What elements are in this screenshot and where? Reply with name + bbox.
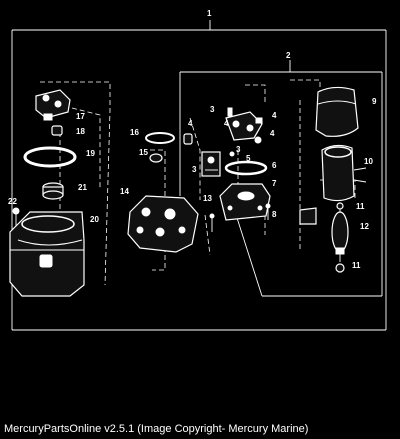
callout-12: 12 (360, 222, 369, 231)
part-20-reservoir (9, 211, 85, 297)
callout-8: 8 (272, 210, 277, 219)
callout-3c: 3 (192, 165, 197, 174)
part-11-bearing-bottom (335, 263, 345, 273)
callout-7: 7 (272, 179, 277, 188)
brush-assembly (299, 207, 317, 225)
callout-4b: 4 (270, 129, 275, 138)
part-11-bearing-top (336, 202, 344, 210)
callout-9: 9 (372, 97, 377, 106)
callout-18: 18 (76, 127, 85, 136)
callout-21: 21 (78, 183, 87, 192)
callout-3a: 3 (210, 105, 215, 114)
callout-16: 16 (130, 128, 139, 137)
part-19-o-ring (23, 146, 77, 168)
part-22-screw (12, 207, 20, 226)
part-15-seal (149, 153, 163, 163)
part-18-plug (51, 125, 63, 136)
part-3-check-valve (201, 151, 221, 177)
callout-4c: 4 (188, 119, 193, 128)
part-10-motor-housing (321, 144, 367, 202)
part-4-fitting (183, 133, 193, 145)
callout-15: 15 (139, 148, 148, 157)
part-13-bolt (209, 213, 215, 232)
part-3-4-valve-assembly (225, 107, 263, 157)
part-12-armature (331, 206, 349, 262)
callout-5: 5 (246, 154, 251, 163)
outer-assembly-bracket (11, 20, 387, 331)
callout-11a: 11 (356, 202, 365, 211)
copyright-caption: MercuryPartsOnline v2.5.1 (Image Copyrig… (4, 423, 309, 435)
part-21-filter (42, 182, 64, 200)
exploded-parts-diagram: 1 2 3 3 3 4 4 4 4 5 6 7 8 9 10 11 11 12 … (8, 9, 387, 331)
part-14-pump-body (127, 195, 199, 253)
callout-4d: 4 (224, 119, 229, 128)
callout-17: 17 (76, 112, 85, 121)
callout-13: 13 (203, 194, 212, 203)
part-6-o-ring (224, 160, 268, 176)
callout-6: 6 (272, 161, 277, 170)
callout-20: 20 (90, 215, 99, 224)
part-9-motor-cover (315, 86, 359, 137)
callout-10: 10 (364, 157, 373, 166)
callout-3b: 3 (236, 145, 241, 154)
callout-11b: 11 (352, 261, 361, 270)
callout-19: 19 (86, 149, 95, 158)
callout-1: 1 (207, 9, 212, 18)
callout-4a: 4 (272, 111, 277, 120)
part-16-o-ring (145, 132, 175, 144)
callout-14: 14 (120, 187, 129, 196)
part-7-motor-base (219, 183, 271, 221)
callout-22: 22 (8, 197, 17, 206)
callout-2: 2 (286, 51, 291, 60)
callout-labels: 1 2 3 3 3 4 4 4 4 5 6 7 8 9 10 11 11 12 … (8, 9, 377, 270)
part-17-valve-body (35, 89, 71, 121)
alignment-lines (40, 79, 356, 286)
part-8-screws (265, 203, 271, 220)
